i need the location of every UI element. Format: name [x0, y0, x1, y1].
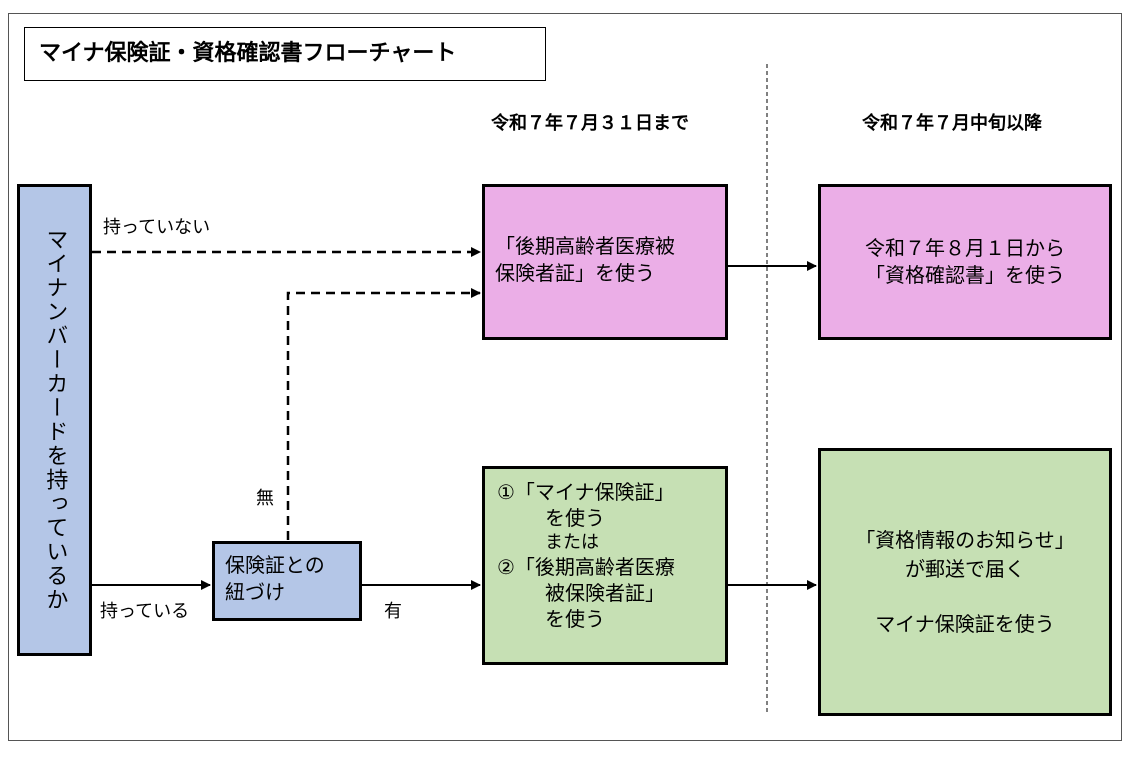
link-box-line-2: 紐づけ	[225, 580, 285, 604]
pink-box-2-line-1: 令和７年８月１日から	[865, 236, 1065, 260]
pink-box-1-line-2: 保険者証」を使う	[495, 261, 655, 285]
green-box-1-line-1: ①「マイナ保険証」	[497, 480, 675, 504]
green-box-options: ①「マイナ保険証」 を使う または ②「後期高齢者医療 被保険者証」 を使う	[482, 466, 728, 665]
card-question-box: マイナンバーカードを持っているか	[17, 184, 92, 656]
green-box-2-line-1: 「資格情報のお知らせ」	[855, 527, 1075, 552]
green-box-2-line-2: が郵送で届く	[905, 556, 1025, 581]
label-not-have: 持っていない	[103, 217, 211, 238]
label-none: 無	[256, 488, 274, 509]
green-box-1-line-4: ②「後期高齢者医療	[497, 555, 675, 580]
green-box-1-line-5: 被保険者証」	[545, 581, 665, 606]
green-box-2-line-3: マイナ保険証を使う	[875, 611, 1055, 636]
header-after-mid-july: 令和７年７月中旬以降	[862, 113, 1042, 134]
arrow-none	[286, 288, 481, 540]
pink-box-2-line-2: 「資格確認書」を使う	[865, 263, 1065, 287]
green-box-1-line-2: を使う	[545, 506, 605, 530]
diagram-frame	[8, 13, 1122, 741]
green-box-notice: 「資格情報のお知らせ」 が郵送で届く マイナ保険証を使う	[818, 448, 1112, 716]
label-have: 持っている	[100, 601, 190, 622]
pink-box-old-card: 「後期高齢者医療被 保険者証」を使う	[482, 184, 728, 340]
green-box-1-line-3: または	[545, 532, 599, 553]
diagram-title: マイナ保険証・資格確認書フローチャート	[24, 27, 546, 81]
green-box-1-line-6: を使う	[545, 607, 605, 632]
link-check-box: 保険証との 紐づけ	[212, 541, 362, 621]
pink-box-certificate: 令和７年８月１日から 「資格確認書」を使う	[818, 184, 1112, 340]
pink-box-1-line-1: 「後期高齢者医療被	[495, 234, 675, 258]
link-box-line-1: 保険証との	[225, 553, 325, 577]
header-until-july-31: 令和７年７月３１日まで	[491, 113, 689, 134]
label-yes: 有	[384, 601, 402, 622]
